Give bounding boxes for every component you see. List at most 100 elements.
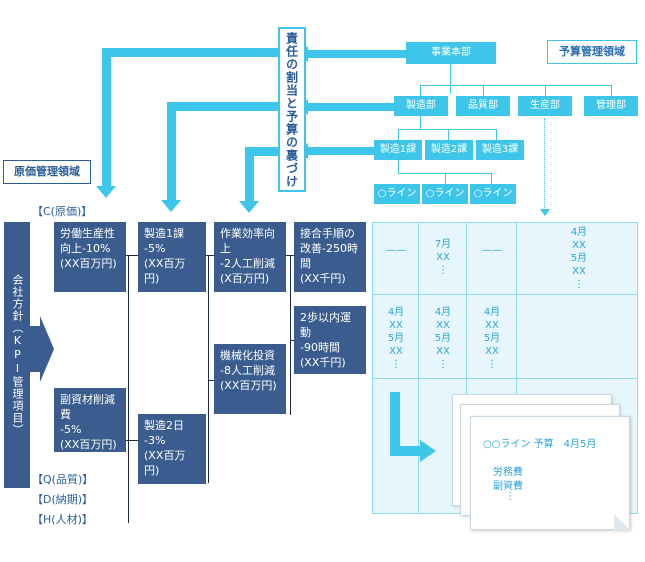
responsibility-banner: 責任の割当と予算の裏づけ — [278, 27, 306, 192]
org-connector — [445, 173, 446, 184]
cost-region-label: 原価管理領域 — [3, 160, 91, 184]
kpi-two-steps: 2歩以内運動 -90時間 (XX千円) — [294, 306, 366, 374]
org-line-1: ○ライン — [374, 184, 420, 204]
tree-line — [124, 255, 140, 256]
org-connector — [398, 160, 399, 174]
org-connector — [496, 129, 497, 140]
org-dept-quality: 品質部 — [456, 96, 510, 116]
kpi-labor-productivity: 労働生産性 向上-10% (XX百万円) — [54, 222, 126, 292]
budget-item: 労務費 — [493, 467, 523, 478]
dotted-arrow — [544, 118, 545, 210]
kpi-text: 労働生産性 — [60, 227, 115, 240]
org-connector — [611, 85, 612, 96]
cost-region-label-text: 原価管理領域 — [14, 165, 80, 178]
grid-line — [466, 222, 467, 514]
kpi-text: (XX千円) — [300, 272, 346, 285]
budget-item: 副資費 — [493, 481, 523, 492]
grid-cell-r2c3: 4月 XX 5月 XX ⋮ — [483, 307, 501, 370]
kpi-text: -5% — [144, 242, 166, 255]
org-section-1: 製造1課 — [374, 140, 422, 160]
org-connector — [491, 173, 492, 184]
arrow-section-horizontal — [167, 102, 280, 111]
org-line-2: ○ライン — [422, 184, 468, 204]
kpi-text: -90時間 — [300, 341, 340, 354]
grid-line — [372, 294, 638, 295]
org-section-3: 製造3課 — [476, 140, 524, 160]
company-policy-text: 会社方針（KPI管理項目） — [11, 274, 24, 436]
kpi-joining-procedure: 接合手順の 改善-250時間 (XX千円) — [294, 222, 366, 292]
kpi-text: (XX千円) — [300, 356, 346, 369]
org-connector — [545, 85, 546, 96]
tree-line — [208, 255, 209, 483]
org-connector — [398, 129, 496, 130]
kpi-text: 作業効率向上 — [220, 227, 275, 255]
grid-line — [372, 378, 638, 379]
kpi-text: -5% — [60, 423, 82, 436]
budget-document-title: ○○ライン 予算 4月5月 — [483, 439, 597, 450]
kpi-text: 製造2日 — [144, 419, 184, 432]
arrow-dept-to-banner — [306, 103, 394, 111]
tree-line — [128, 255, 129, 523]
tree-line — [124, 440, 140, 441]
grid-line — [418, 222, 419, 514]
kpi-text: 製造1課 — [144, 227, 184, 240]
label-quality: 【Q(品質)】 — [32, 473, 94, 486]
org-connector — [450, 64, 451, 94]
org-dept-admin: 管理部 — [584, 96, 638, 116]
grid-cell-r2c2: 4月 XX 5月 XX ⋮ — [434, 307, 452, 370]
org-dept-production: 生産部 — [518, 96, 572, 116]
kpi-text: (XX百万円) — [220, 379, 277, 392]
company-policy: 会社方針（KPI管理項目） — [4, 222, 30, 488]
arrow-line-vertical — [245, 147, 254, 203]
kpi-text: (XX百万円) — [60, 438, 117, 451]
org-section-2: 製造2課 — [425, 140, 473, 160]
responsibility-banner-text: 責任の割当と予算の裏づけ — [284, 31, 299, 188]
budget-item: ⋮ — [505, 491, 515, 502]
kpi-text: 改善-250時間 — [300, 242, 358, 270]
kpi-material-reduction: 副資材削減費 -5% (XX百万円) — [54, 388, 126, 452]
org-connector — [420, 116, 421, 130]
kpi-text: -2人工削減 — [220, 257, 275, 270]
kpi-text: -3% — [144, 434, 166, 447]
tree-line — [208, 380, 216, 381]
label-delivery: 【D(納期)】 — [32, 493, 94, 506]
arrow-section-head — [161, 200, 181, 212]
kpi-section-1: 製造1課 -5% (XX百万円) — [138, 222, 206, 292]
tree-line — [204, 255, 216, 256]
arrow-c-head — [96, 186, 116, 198]
arrow-c-horizontal — [102, 48, 280, 57]
kpi-text: -8人工削減 — [220, 364, 275, 377]
grid-cell-r1c2: 7月 XX ⋮ — [434, 239, 452, 276]
kpi-text: (X百万円) — [220, 272, 270, 285]
arrow-c-vertical — [102, 48, 111, 188]
budget-document: ○○ライン 予算 4月5月 労務費 副資費 ⋮ — [470, 416, 630, 530]
org-connector — [483, 85, 484, 96]
grid-cell-r1c3: —— — [482, 245, 502, 256]
policy-arrow-head — [40, 316, 54, 382]
org-hq: 事業本部 — [406, 42, 496, 64]
grid-line — [516, 222, 517, 514]
tree-line — [286, 255, 294, 256]
arrow-line-head — [239, 201, 259, 213]
kpi-text: 副資材削減費 — [60, 393, 115, 421]
org-line-3: ○ライン — [470, 184, 516, 204]
org-connector — [420, 85, 421, 96]
grid-cell-r2c1: 4月 XX 5月 XX ⋮ — [387, 307, 405, 370]
page-curl-icon — [614, 514, 630, 530]
grid-cell-r1c1: —— — [386, 245, 406, 256]
kpi-text: 機械化投資 — [220, 349, 275, 362]
kpi-section-2: 製造2日 -3% (XX百万円) — [138, 414, 206, 484]
tree-line — [290, 255, 291, 415]
kpi-text: 接合手順の — [300, 227, 355, 240]
kpi-mechanization: 機械化投資 -8人工削減 (XX百万円) — [214, 344, 286, 414]
kpi-text: 向上-10% — [60, 242, 111, 255]
arrow-line-horizontal — [245, 147, 280, 156]
policy-arrow-body — [30, 326, 40, 372]
dotted-arrow-head — [540, 209, 550, 216]
kpi-text: 2歩以内運動 — [300, 311, 351, 339]
arrow-section-to-banner — [306, 147, 374, 155]
org-connector — [420, 85, 612, 86]
org-connector — [398, 129, 399, 140]
org-connector — [448, 129, 449, 140]
arrow-hq-to-banner — [306, 50, 406, 58]
